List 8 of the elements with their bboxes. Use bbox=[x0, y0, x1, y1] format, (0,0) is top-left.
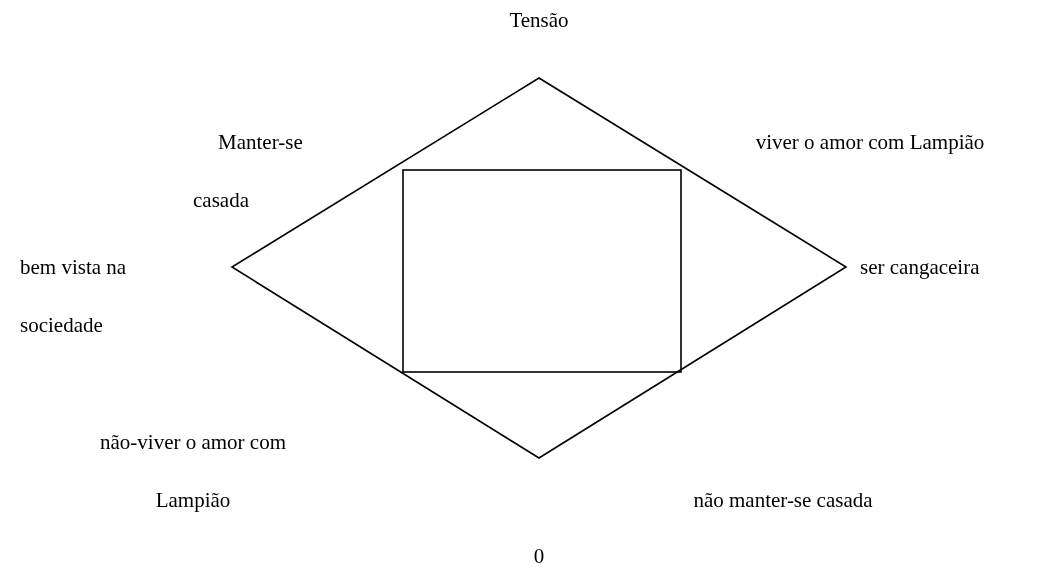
label-text: bem vista na sociedade bbox=[20, 254, 128, 339]
label-text: não manter-se casada bbox=[692, 487, 874, 514]
label-text: ser cangaceira bbox=[860, 254, 981, 281]
label-text: 0 bbox=[532, 543, 546, 569]
label-text: não-viver o amor com Lampião bbox=[99, 429, 287, 514]
label-text: Manter-se casada bbox=[193, 129, 304, 214]
label-text: Tensão bbox=[508, 7, 570, 34]
label-text: viver o amor com Lampião bbox=[754, 129, 986, 156]
